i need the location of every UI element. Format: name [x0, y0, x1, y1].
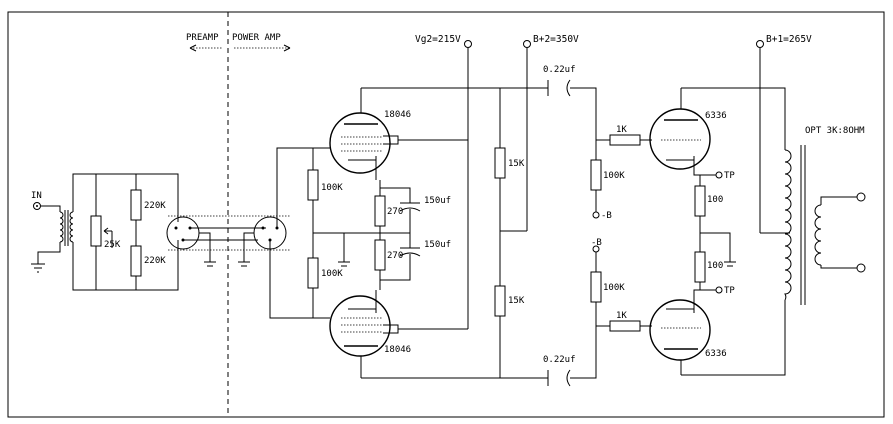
- pot-25k: [90, 215, 102, 247]
- cathode-network: 270 270 150uf 150uf: [374, 139, 468, 330]
- bias-top-label: -B: [601, 211, 612, 221]
- xlr-connector-power-amp: [238, 147, 330, 319]
- grid-resistors: 100K 100K: [307, 148, 380, 318]
- border-frame: [7, 11, 885, 418]
- tube-18046-bottom: 18046: [329, 290, 411, 378]
- res-100k-grid-top-label: 100K: [321, 183, 343, 193]
- res-15k-top-label: 15K: [508, 159, 525, 169]
- res-100k-grid-bottom-label: 100K: [321, 269, 343, 279]
- input-section: IN 25K 220K 220K: [31, 173, 179, 291]
- cap-150-bottom-label: 150uf: [424, 240, 451, 250]
- power-amp-label: POWER AMP: [232, 33, 281, 43]
- res-100k-bias-bottom-label: 100K: [603, 283, 625, 293]
- cap-top-label: 0.22uf: [543, 65, 576, 75]
- tube-bottom-right-label: 6336: [705, 349, 727, 359]
- res-1k-top-label: 1K: [616, 125, 627, 135]
- resistor-100k-bias-top: [590, 159, 602, 191]
- tube-top-right-label: 6336: [705, 111, 727, 121]
- cable-shield: [168, 215, 290, 251]
- opt-label: OPT 3K:8OHM: [805, 126, 865, 136]
- resistor-1k-bottom: [609, 320, 641, 332]
- resistor-100-bottom: [694, 251, 706, 283]
- res-100k-bias-top-label: 100K: [603, 171, 625, 181]
- res-1k-bottom-label: 1K: [616, 311, 627, 321]
- res-15k-bottom-label: 15K: [508, 296, 525, 306]
- bias-network: 100K 100K -B -B 1K 1K: [590, 125, 652, 332]
- res-270-top-label: 270: [387, 207, 403, 217]
- vg2-label: Vg2=215V: [415, 34, 461, 45]
- bplus1-label: B+1=265V: [766, 34, 812, 45]
- resistor-100k-bias-bottom: [590, 271, 602, 303]
- resistor-100k-grid-top: [307, 169, 319, 201]
- resistor-220k-top: [130, 189, 142, 221]
- bplus2-label: B+2=350V: [533, 34, 579, 45]
- resistor-100-top: [694, 185, 706, 217]
- in-label: IN: [31, 191, 42, 201]
- section-arrows: [189, 44, 291, 52]
- res-220k-top-label: 220K: [144, 201, 166, 211]
- cap-150-top-label: 150uf: [424, 196, 451, 206]
- preamp-label: PREAMP: [186, 33, 219, 43]
- res-100-top-label: 100: [707, 195, 723, 205]
- tube-bottom-left-label: 18046: [384, 345, 411, 355]
- tube-6336-bottom: 6336 TP 100: [649, 232, 786, 376]
- tube-6336-top: 6336 TP 100: [649, 87, 760, 233]
- resistor-220k-bottom: [130, 245, 142, 277]
- pot-25k-label: 25K: [104, 240, 121, 250]
- cap-bottom-label: 0.22uf: [543, 355, 576, 365]
- tube-18046-top: 18046: [329, 88, 411, 180]
- supply-rails: Vg2=215V B+2=350V B+1=265V 0.22uf 0.22uf: [361, 34, 812, 387]
- resistor-15k-bottom: [494, 285, 506, 317]
- resistor-270-bottom: [374, 239, 386, 271]
- resistor-1k-top: [609, 134, 641, 146]
- res-220k-bottom-label: 220K: [144, 256, 166, 266]
- tp-top-label: TP: [724, 171, 735, 181]
- resistor-15k-top: [494, 147, 506, 179]
- resistor-100k-grid-bottom: [307, 257, 319, 289]
- xlr-connector-preamp: [166, 216, 216, 267]
- output-transformer: OPT 3K:8OHM: [760, 87, 866, 305]
- tp-bottom-label: TP: [724, 286, 735, 296]
- plate-load-resistors: 15K 15K: [494, 88, 527, 378]
- res-270-bottom-label: 270: [387, 251, 403, 261]
- bias-bottom-label: -B: [591, 238, 602, 248]
- res-100-bottom-label: 100: [707, 261, 723, 271]
- resistor-270-top: [374, 195, 386, 227]
- tube-top-left-label: 18046: [384, 110, 411, 120]
